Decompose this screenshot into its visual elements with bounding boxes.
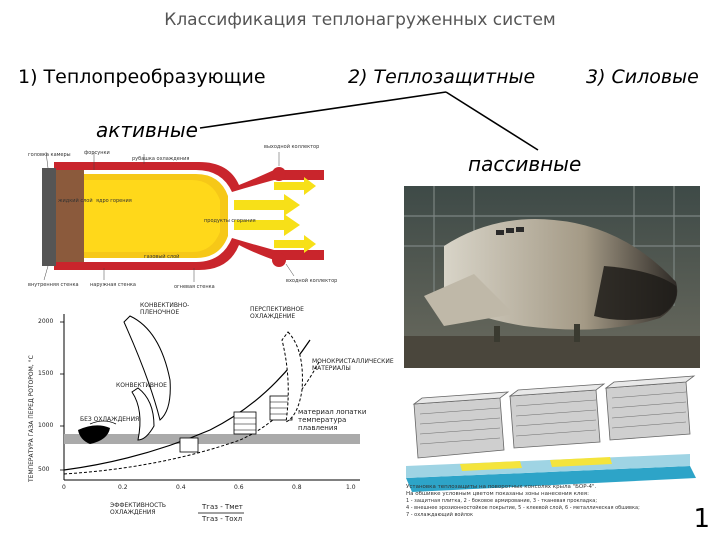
- graph-formula-numerator: Tгаз - Tмет: [202, 503, 243, 511]
- graph-ytick-1000: 1000: [38, 422, 54, 429]
- engine-label-gas-layer: газовый слой: [144, 254, 180, 260]
- tiles-caption-2: На обшивке условным цветом показаны зоны…: [406, 491, 589, 497]
- graph-y-label: ТЕМПЕРАТУРА ГАЗА ПЕРЕД РОТОРОМ, °С: [28, 355, 35, 482]
- graph-xtick-04: 0.4: [176, 484, 186, 491]
- graph-xtick-02: 0.2: [118, 484, 128, 491]
- graph-xtick-06: 0.6: [234, 484, 244, 491]
- tiles-illustration: [400, 374, 700, 524]
- engine-label-head: головка камеры: [28, 152, 71, 158]
- engine-label-injectors: форсунки: [84, 150, 110, 156]
- cooling-efficiency-graph: ТЕМПЕРАТУРА ГАЗА ПЕРЕД РОТОРОМ, °С 2000 …: [20, 300, 394, 530]
- tiles-caption-4: 4 - внешнее эрозионностойкое покрытие, 5…: [406, 505, 640, 511]
- engine-label-combustion-products: продукты сгорания: [204, 218, 256, 224]
- page-title: Классификация теплонагруженных систем: [164, 10, 556, 30]
- graph-xtick-10: 1.0: [346, 484, 356, 491]
- graph-annot-convective: КОНВЕКТИВНОЕ: [116, 382, 167, 389]
- category-heat-converting: 1) Теплопреобразующие: [18, 66, 266, 88]
- engine-diagram: головка камеры форсунки рубашка охлажден…: [24, 140, 354, 295]
- graph-ytick-2000: 2000: [38, 318, 54, 325]
- graph-canvas: [60, 314, 360, 514]
- engine-label-inner-wall: внутренняя стенка: [28, 282, 79, 288]
- engine-label-combustion-core: ядро горения: [96, 198, 132, 204]
- engine-label-fire-wall: огневая стенка: [174, 284, 215, 290]
- graph-ytick-500: 500: [38, 466, 50, 473]
- engine-label-outlet-collector: выходной коллектор: [264, 144, 320, 150]
- graph-annot-single-crystal: МОНОКРИСТАЛЛИЧЕСКИЕ МАТЕРИАЛЫ: [312, 358, 394, 372]
- label-passive: пассивные: [468, 152, 582, 176]
- engine-cross-section: [42, 151, 324, 282]
- engine-label-liquid-layer: жидкий слой: [58, 198, 93, 204]
- graph-annot-convective-film: КОНВЕКТИВНО-ПЛЕНОЧНОЕ: [140, 302, 190, 316]
- graph-formula-denominator: Tгаз - Tохл: [202, 515, 243, 523]
- label-active: активные: [96, 118, 198, 142]
- engine-label-cooling-jacket: рубашка охлаждения: [132, 156, 190, 162]
- graph-annot-melting-point: материал лопатки температура плавления: [298, 408, 367, 432]
- shuttle-illustration: [404, 186, 700, 368]
- graph-x-label: ЭФФЕКТИВНОСТЬ ОХЛАЖДЕНИЯ: [110, 502, 167, 516]
- category-power: 3) Силовые: [586, 66, 699, 88]
- graph-annot-no-cooling: БЕЗ ОХЛАЖДЕНИЯ: [80, 416, 140, 423]
- engine-label-outer-wall: наружная стенка: [90, 282, 136, 288]
- page-number: 1: [693, 504, 710, 534]
- graph-xtick-08: 0.8: [292, 484, 302, 491]
- tiles-caption-3: 1 - защитная плитка, 2 - боковое армиров…: [406, 498, 598, 504]
- graph-xtick-0: 0: [62, 484, 66, 491]
- graph-ytick-1500: 1500: [38, 370, 54, 377]
- tiles-caption-5: 7 - охлаждающий войлок: [406, 512, 474, 518]
- buran-shuttle-photo: [404, 186, 700, 368]
- tiles-caption-1: Установка теплозащиты на поворотных конс…: [406, 484, 597, 490]
- engine-label-inlet-collector: входной коллектор: [286, 278, 338, 284]
- thermal-tiles-diagram: Установка теплозащиты на поворотных конс…: [400, 374, 700, 524]
- graph-annot-advanced-cooling: ПЕРСПЕКТИВНОЕ ОХЛАЖДЕНИЕ: [250, 306, 304, 320]
- category-heat-protective: 2) Теплозащитные: [348, 66, 536, 88]
